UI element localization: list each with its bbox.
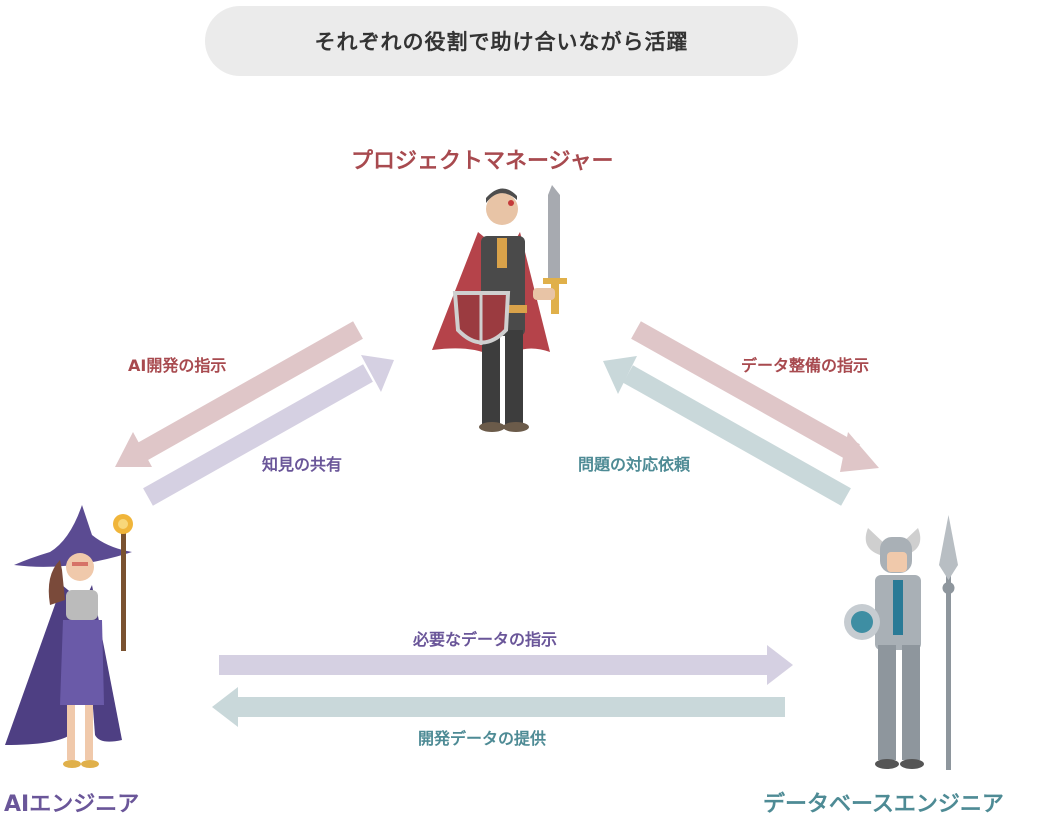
title-banner: それぞれの役割で助け合いながら活躍 [205,6,798,76]
arrow-ai-to-pm [143,355,394,506]
role-database-engineer: データベースエンジニア [763,792,1004,817]
label-db-to-ai: 開発データの提供 [418,729,547,748]
role-project-manager: プロジェクトマネージャー [351,149,614,174]
arrow-ai-to-db [219,645,793,685]
role-ai-engineer: AIエンジニア [4,792,140,817]
label-ai-to-db: 必要なデータの指示 [413,630,558,649]
label-pm-to-ai: AI開発の指示 [128,356,227,375]
arrow-db-to-pm [603,356,851,506]
title-text: それぞれの役割で助け合いながら活躍 [314,30,689,54]
arrow-pm-to-ai [115,321,363,467]
arrow-pm-to-db [631,321,879,472]
label-db-to-pm: 問題の対応依頼 [578,455,691,474]
label-ai-to-pm: 知見の共有 [262,455,343,474]
label-pm-to-db: データ整備の指示 [741,356,870,375]
arrow-db-to-ai [212,687,785,727]
